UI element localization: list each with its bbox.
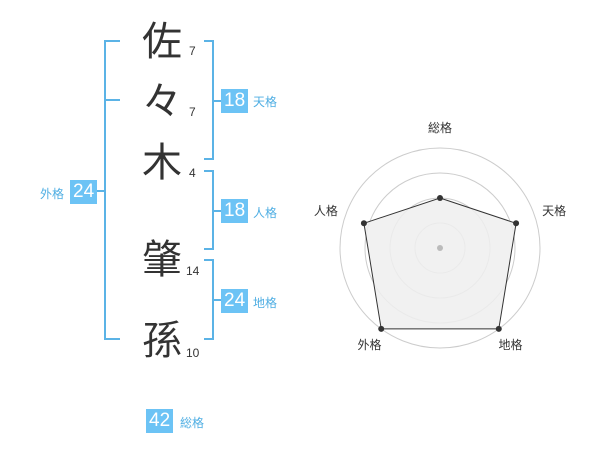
chikaku-value: 24 xyxy=(221,289,249,313)
chikaku-bracket-top xyxy=(204,259,214,261)
tenkaku-value: 18 xyxy=(221,89,249,113)
radar-shape xyxy=(360,195,520,332)
chikaku-label: 地格 xyxy=(253,296,278,310)
radar-axis-label: 総格 xyxy=(428,120,452,135)
tenkaku-bracket-bottom xyxy=(204,158,214,160)
gaikaku-bracket-bottom xyxy=(104,338,120,340)
name-char-3: 木 xyxy=(142,140,182,186)
radar-center-dot xyxy=(437,245,443,251)
gaikaku-bracket-line xyxy=(104,40,106,340)
soukaku-value: 42 xyxy=(146,409,174,433)
radar-point xyxy=(378,325,385,332)
stroke-count-2: 7 xyxy=(189,105,196,119)
name-char-2: 々 xyxy=(142,79,182,125)
gaikaku-bracket-tick xyxy=(96,190,104,192)
jinkaku-bracket-bottom xyxy=(204,248,214,250)
soukaku-label: 総格 xyxy=(180,416,205,430)
radar-point xyxy=(495,325,502,332)
tenkaku-bracket-top xyxy=(204,40,214,42)
name-char-4: 肇 xyxy=(142,237,182,283)
radar-point xyxy=(437,195,443,201)
radar-axis-label: 地格 xyxy=(499,337,523,352)
gaikaku-bracket-mid xyxy=(104,99,120,101)
radar-polygon xyxy=(363,197,517,330)
jinkaku-bracket-top xyxy=(204,170,214,172)
name-char-1: 佐 xyxy=(142,19,182,65)
jinkaku-bracket-tick xyxy=(212,210,221,212)
gaikaku-label: 外格 xyxy=(40,187,65,201)
chikaku-bracket-tick xyxy=(212,299,221,301)
jinkaku-value: 18 xyxy=(221,199,249,223)
radar-axis-label: 人格 xyxy=(314,203,338,218)
name-char-5: 孫 xyxy=(142,318,182,364)
tenkaku-bracket-tick xyxy=(212,100,221,102)
stroke-count-1: 7 xyxy=(189,44,196,58)
stroke-count-3: 4 xyxy=(189,166,196,180)
radar-ring xyxy=(339,147,541,349)
chikaku-bracket-bottom xyxy=(204,338,214,340)
gaikaku-value: 24 xyxy=(70,180,98,204)
stroke-count-5: 10 xyxy=(186,346,200,360)
radar-axis-label: 天格 xyxy=(542,203,566,218)
tenkaku-label: 天格 xyxy=(253,95,278,109)
stroke-count-4: 14 xyxy=(186,264,200,278)
gaikaku-bracket-top xyxy=(104,40,120,42)
radar-axis-label: 外格 xyxy=(357,337,381,352)
jinkaku-label: 人格 xyxy=(253,206,278,220)
radar-point xyxy=(513,220,520,227)
radar-point xyxy=(360,220,367,227)
